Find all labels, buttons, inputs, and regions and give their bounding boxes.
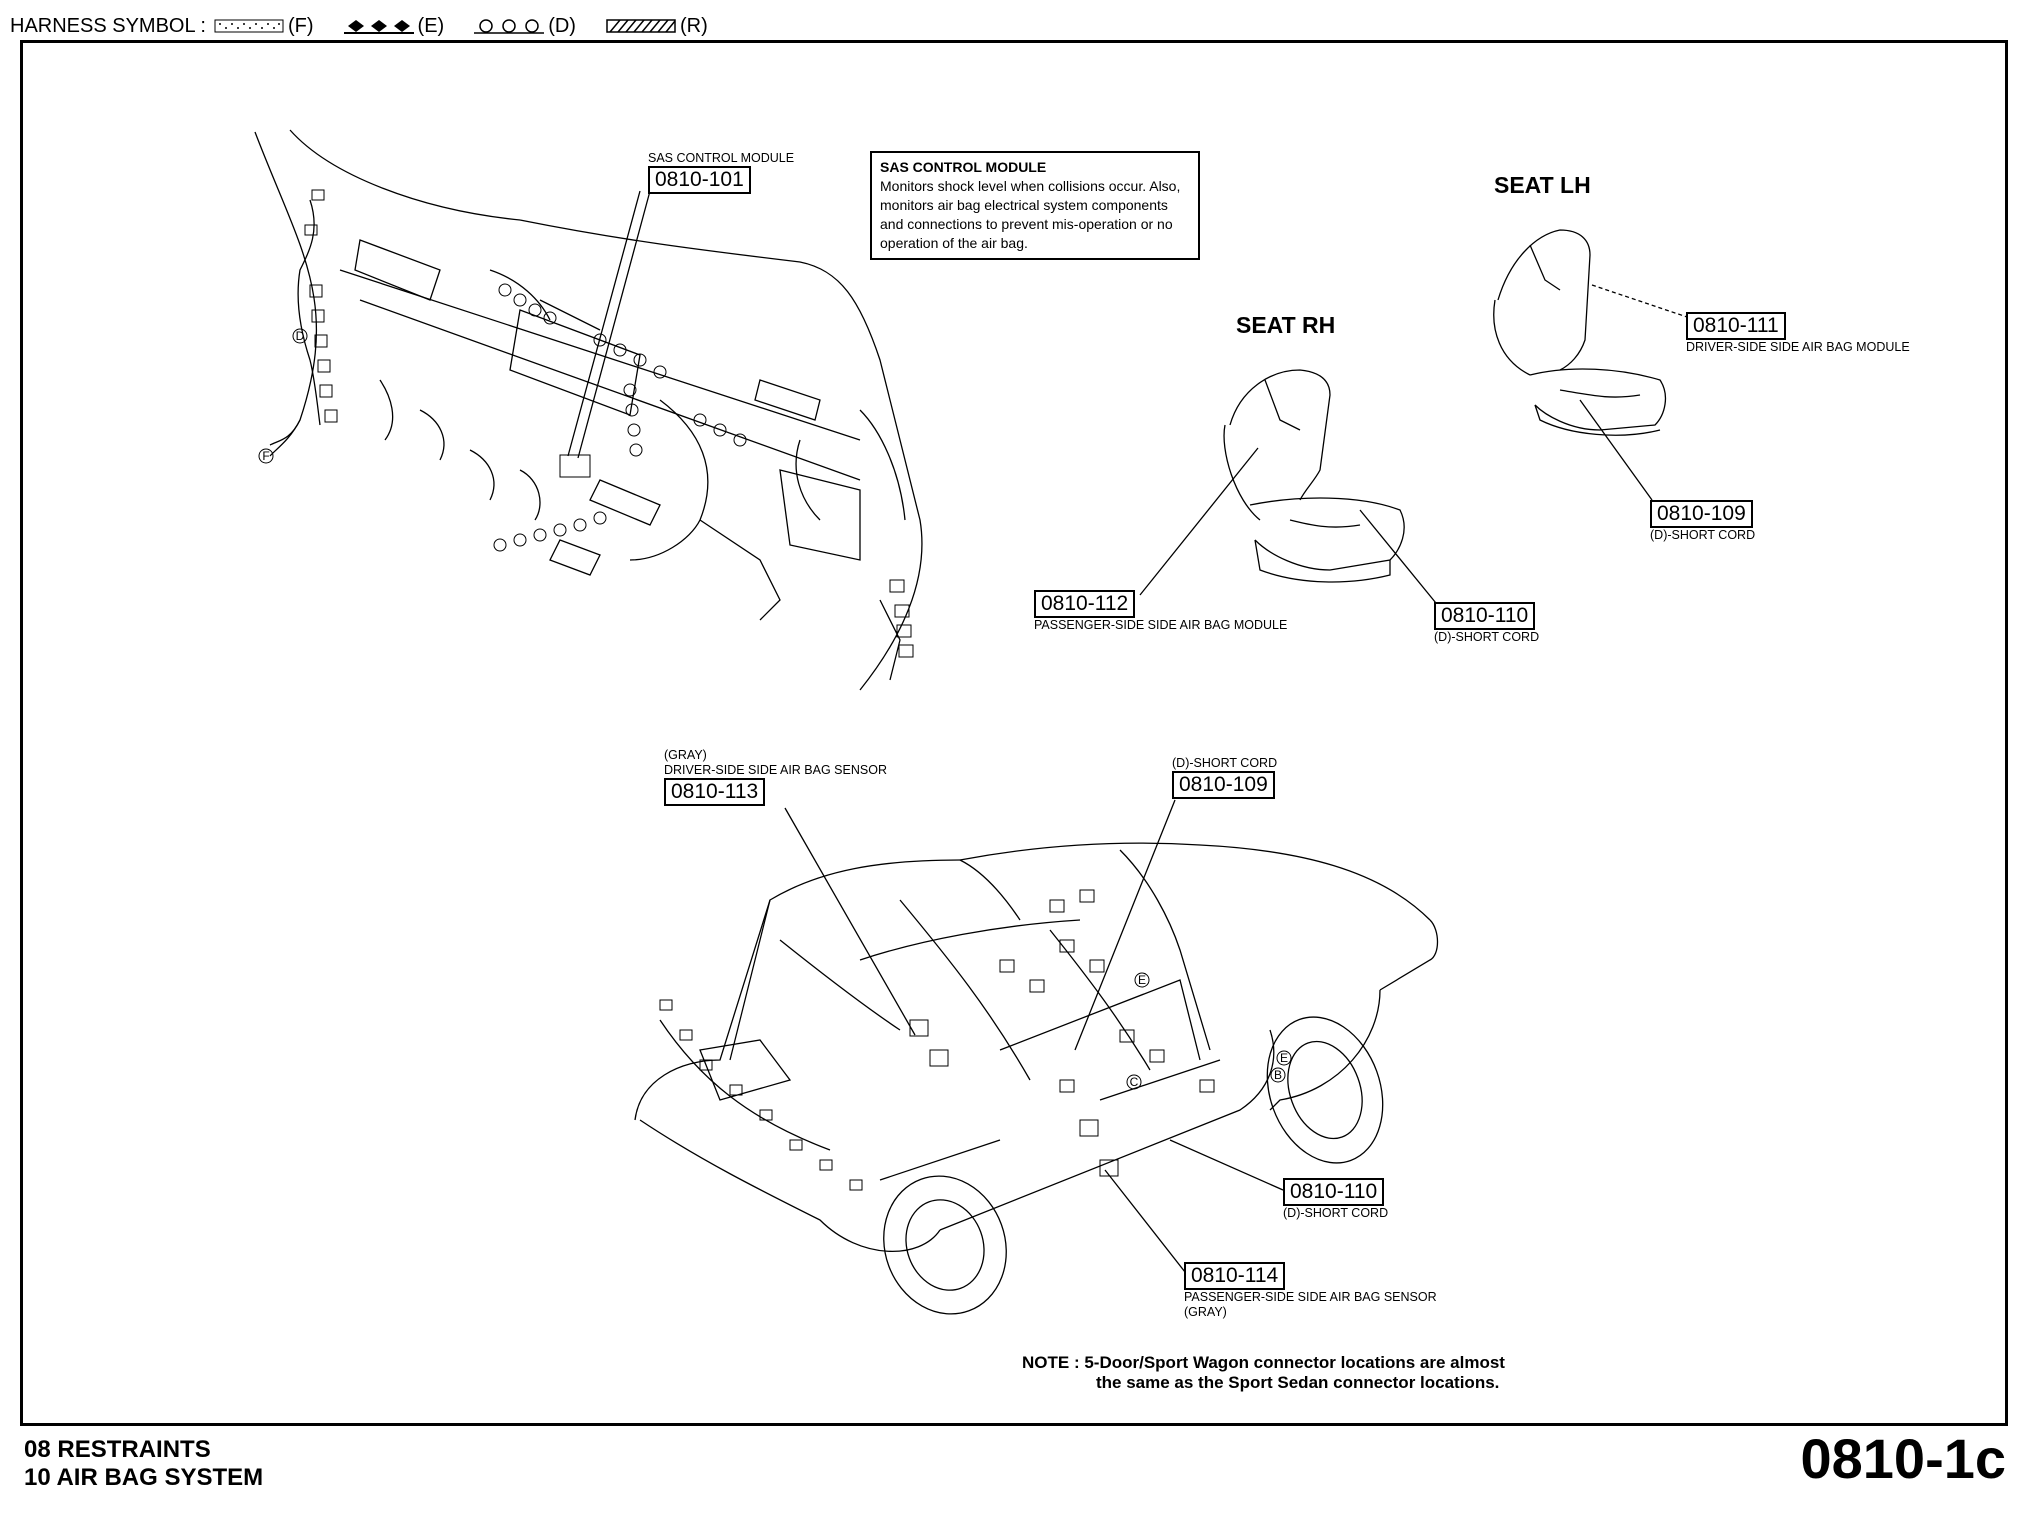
dash-harness-circles xyxy=(493,283,747,552)
car-drawing xyxy=(634,842,1439,1315)
car-113-pre1: (GRAY) xyxy=(664,748,707,762)
seat-rh-title: SEAT RH xyxy=(1236,312,1336,338)
car-110-caption: (D)-SHORT CORD xyxy=(1283,1206,1389,1220)
circle-chain-icon xyxy=(474,19,545,34)
lh-109-callout: 0810-109 (D)-SHORT CORD xyxy=(1650,500,1755,543)
dash-letter-f: F xyxy=(262,449,269,463)
hatched-band-icon xyxy=(606,19,676,33)
car-letter-e-2: E xyxy=(1280,1051,1288,1065)
car-110-callout: 0810-110 (D)-SHORT CORD xyxy=(1283,1178,1388,1221)
rh-110-caption: (D)-SHORT CORD xyxy=(1434,630,1540,644)
car-109-pre: (D)-SHORT CORD xyxy=(1172,756,1278,770)
dash-letter-markers: D F xyxy=(258,328,308,464)
sas-info-title: SAS CONTROL MODULE xyxy=(880,159,1047,175)
car-109-callout: (D)-SHORT CORD 0810-109 xyxy=(1172,756,1277,799)
harness-symbol-label: HARNESS SYMBOL : xyxy=(10,14,206,37)
car-110-leader-line xyxy=(1169,1139,1284,1191)
sas-leader-line xyxy=(567,190,641,457)
section-line-1: 08 RESTRAINTS xyxy=(24,1436,211,1463)
lh-111-code: 0810-111 xyxy=(1686,312,1786,340)
dash-letter-d: D xyxy=(296,329,305,343)
car-113-callout: (GRAY) DRIVER-SIDE SIDE AIR BAG SENSOR 0… xyxy=(664,748,887,806)
car-113-code: 0810-113 xyxy=(664,778,766,806)
rh-112-leader-line xyxy=(1139,447,1259,596)
rh-110-callout: 0810-110 (D)-SHORT CORD xyxy=(1434,602,1539,645)
car-110-code: 0810-110 xyxy=(1283,1178,1385,1206)
harness-code-f: (F) xyxy=(287,14,314,37)
sas-code: 0810-101 xyxy=(648,166,751,194)
section-line-2: 10 AIR BAG SYSTEM xyxy=(24,1464,264,1491)
harness-code-d: (D) xyxy=(548,14,576,37)
car-113-leader-line xyxy=(784,807,916,1036)
page-number: 0810-1c xyxy=(1800,1427,2006,1490)
car-114-caption: PASSENGER-SIDE SIDE AIR BAG SENSOR xyxy=(1184,1290,1437,1304)
sas-leader-line-2 xyxy=(577,190,651,459)
rh-112-code: 0810-112 xyxy=(1034,590,1136,618)
car-114-leader-line xyxy=(1104,1169,1186,1273)
sas-caption: SAS CONTROL MODULE xyxy=(648,151,795,165)
car-letter-b: B xyxy=(1274,1068,1282,1082)
diamond-chain-icon xyxy=(343,20,414,34)
note-line-2: the same as the Sport Sedan connector lo… xyxy=(1096,1373,1500,1392)
seat-lh-title: SEAT LH xyxy=(1494,172,1591,198)
rh-112-caption: PASSENGER-SIDE SIDE AIR BAG MODULE xyxy=(1034,618,1288,632)
car-connectors xyxy=(659,889,1215,1191)
harness-symbol-legend: HARNESS SYMBOL : (F) (E) (D) (R) xyxy=(10,12,730,40)
harness-code-r: (R) xyxy=(679,14,708,37)
lh-109-leader-line xyxy=(1579,399,1653,501)
car-113-pre2: DRIVER-SIDE SIDE AIR BAG SENSOR xyxy=(664,763,887,777)
rh-112-callout: 0810-112 PASSENGER-SIDE SIDE AIR BAG MOD… xyxy=(1034,590,1287,633)
dashboard-drawing xyxy=(254,129,923,691)
diagram-frame xyxy=(20,40,2008,1426)
car-114-callout: 0810-114 PASSENGER-SIDE SIDE AIR BAG SEN… xyxy=(1184,1262,1437,1320)
lh-109-caption: (D)-SHORT CORD xyxy=(1650,528,1756,542)
dotted-band-icon xyxy=(214,19,284,33)
car-letter-e: E xyxy=(1138,973,1146,987)
note: NOTE : 5-Door/Sport Wagon connector loca… xyxy=(1022,1353,1505,1393)
sas-info-body: Monitors shock level when collisions occ… xyxy=(880,178,1181,251)
dash-connectors xyxy=(304,189,914,658)
car-109-leader-line xyxy=(1074,799,1176,1051)
seat-lh-drawing xyxy=(1493,229,1667,436)
car-letter-markers: E B C E xyxy=(1126,972,1292,1090)
note-line-1: NOTE : 5-Door/Sport Wagon connector loca… xyxy=(1022,1353,1505,1372)
lh-111-caption: DRIVER-SIDE SIDE AIR BAG MODULE xyxy=(1686,340,1910,354)
car-114-caption-2: (GRAY) xyxy=(1184,1305,1227,1319)
lh-109-code: 0810-109 xyxy=(1650,500,1753,528)
lh-111-leader-line xyxy=(1591,284,1691,319)
car-109-code: 0810-109 xyxy=(1172,771,1275,799)
section-title: 08 RESTRAINTS 10 AIR BAG SYSTEM xyxy=(24,1436,263,1492)
sas-callout: SAS CONTROL MODULE 0810-101 xyxy=(648,151,794,194)
rh-110-code: 0810-110 xyxy=(1434,602,1536,630)
sas-info-box: SAS CONTROL MODULE Monitors shock level … xyxy=(870,151,1200,260)
rh-110-leader-line xyxy=(1359,509,1441,609)
seat-rh-drawing xyxy=(1223,369,1405,583)
lh-111-callout: 0810-111 DRIVER-SIDE SIDE AIR BAG MODULE xyxy=(1686,312,1910,355)
harness-code-e: (E) xyxy=(417,14,445,37)
car-letter-c: C xyxy=(1130,1075,1139,1089)
car-114-code: 0810-114 xyxy=(1184,1262,1286,1290)
